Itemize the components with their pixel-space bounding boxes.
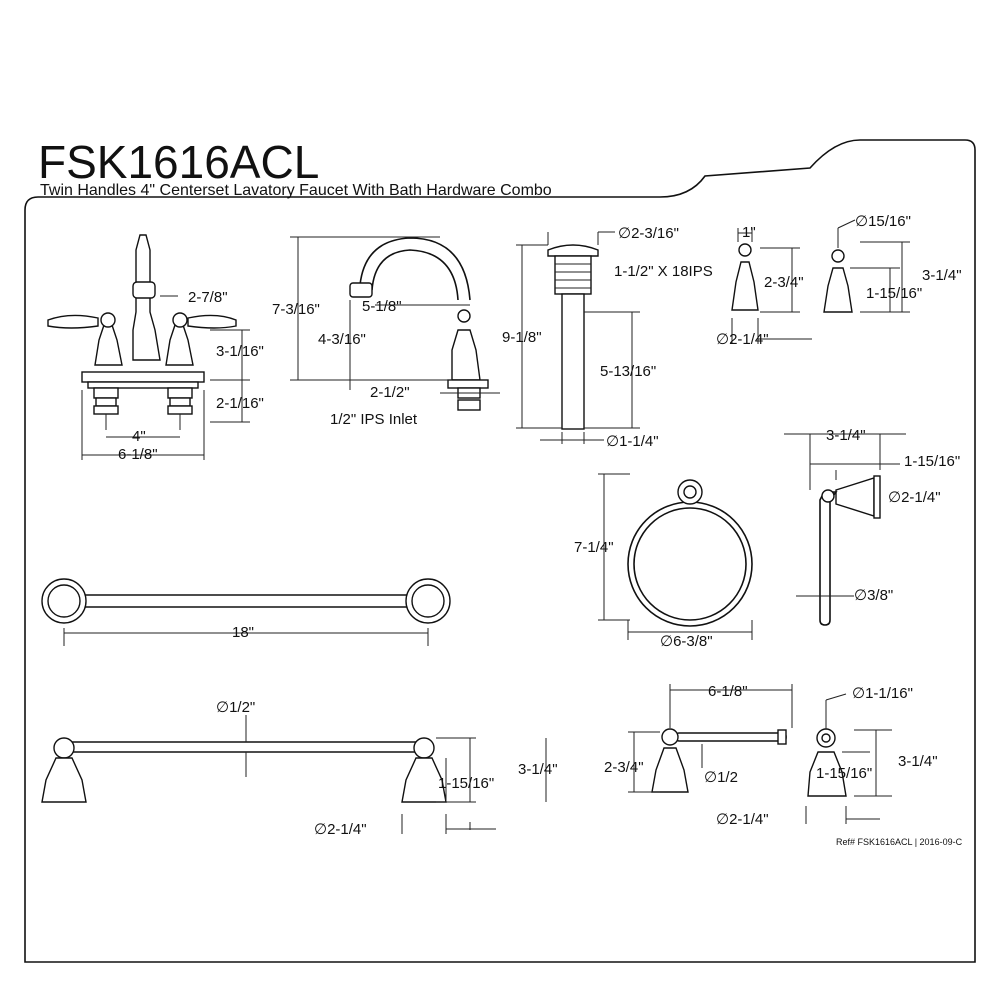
spout-reach: 5-1/8" bbox=[362, 298, 402, 315]
spout-height: 4-3/16" bbox=[318, 331, 366, 348]
faucet-shank-height: 2-1/16" bbox=[216, 395, 264, 412]
bar-side-height: 3-1/4" bbox=[518, 761, 558, 778]
paper-height: 2-3/4" bbox=[604, 759, 644, 776]
towel-bar-front bbox=[41, 578, 451, 624]
drain-thread: 1-1/2" X 18IPS bbox=[614, 263, 713, 280]
paper-side-height: 3-1/4" bbox=[898, 753, 938, 770]
paper-length: 6-1/8" bbox=[708, 683, 748, 700]
spout-total-height: 7-3/16" bbox=[272, 301, 320, 318]
spout-side bbox=[349, 237, 489, 411]
faucet-front bbox=[47, 234, 237, 430]
ring-height: 7-1/4" bbox=[574, 539, 614, 556]
ring-side-projection: 3-1/4" bbox=[826, 427, 866, 444]
faucet-handle-offset: 2-7/8" bbox=[188, 289, 228, 306]
drain-tail-diameter: ∅1-1/4" bbox=[606, 433, 659, 450]
paper-side-center: 1-15/16" bbox=[816, 765, 872, 782]
paper-side-diameter: ∅1-1/16" bbox=[852, 685, 913, 702]
pop-up-drain bbox=[547, 244, 599, 430]
faucet-base-width: 6-1/8" bbox=[118, 446, 158, 463]
spout-inlet: 1/2" IPS Inlet bbox=[330, 411, 418, 428]
reference-note: Ref# FSK1616ACL | 2016-09-C bbox=[836, 837, 963, 847]
bar-side-rod: ∅1/2" bbox=[216, 699, 255, 716]
bar-length: 18" bbox=[232, 624, 254, 641]
spout-base: 2-1/2" bbox=[370, 384, 410, 401]
bar-side-center: 1-15/16" bbox=[438, 775, 494, 792]
towel-ring-side bbox=[819, 475, 881, 626]
page-title: FSK1616ACL bbox=[38, 136, 319, 188]
border-frame bbox=[24, 139, 976, 963]
page-subtitle: Twin Handles 4" Centerset Lavatory Fauce… bbox=[40, 182, 552, 199]
hook-side-diameter: ∅15/16" bbox=[855, 213, 911, 230]
faucet-handle-height: 3-1/16" bbox=[216, 343, 264, 360]
ring-side-rod: ∅3/8" bbox=[854, 587, 893, 604]
ring-side-center: 1-15/16" bbox=[904, 453, 960, 470]
towel-ring-front bbox=[627, 479, 753, 627]
paper-holder-front bbox=[651, 728, 787, 793]
hook-side-center: 1-15/16" bbox=[866, 285, 922, 302]
hook-side-height: 3-1/4" bbox=[922, 267, 962, 284]
robe-hook-front bbox=[731, 243, 759, 311]
ring-diameter: ∅6-3/8" bbox=[660, 633, 713, 650]
paper-holder-side bbox=[807, 728, 847, 797]
paper-rod: ∅1/2 bbox=[704, 769, 738, 786]
bar-side-base: ∅2-1/4" bbox=[314, 821, 367, 838]
robe-hook-side bbox=[823, 249, 853, 313]
ring-side-base: ∅2-1/4" bbox=[888, 489, 941, 506]
hook-base: ∅2-1/4" bbox=[716, 331, 769, 348]
paper-side-base: ∅2-1/4" bbox=[716, 811, 769, 828]
drain-top-diameter: ∅2-3/16" bbox=[618, 225, 679, 242]
drain-total-height: 9-1/8" bbox=[502, 329, 542, 346]
hook-height: 2-3/4" bbox=[764, 274, 804, 291]
hook-width: 1" bbox=[742, 224, 756, 241]
faucet-center: 4" bbox=[132, 428, 146, 445]
drain-body-height: 5-13/16" bbox=[600, 363, 656, 380]
towel-bar-side bbox=[41, 737, 447, 803]
